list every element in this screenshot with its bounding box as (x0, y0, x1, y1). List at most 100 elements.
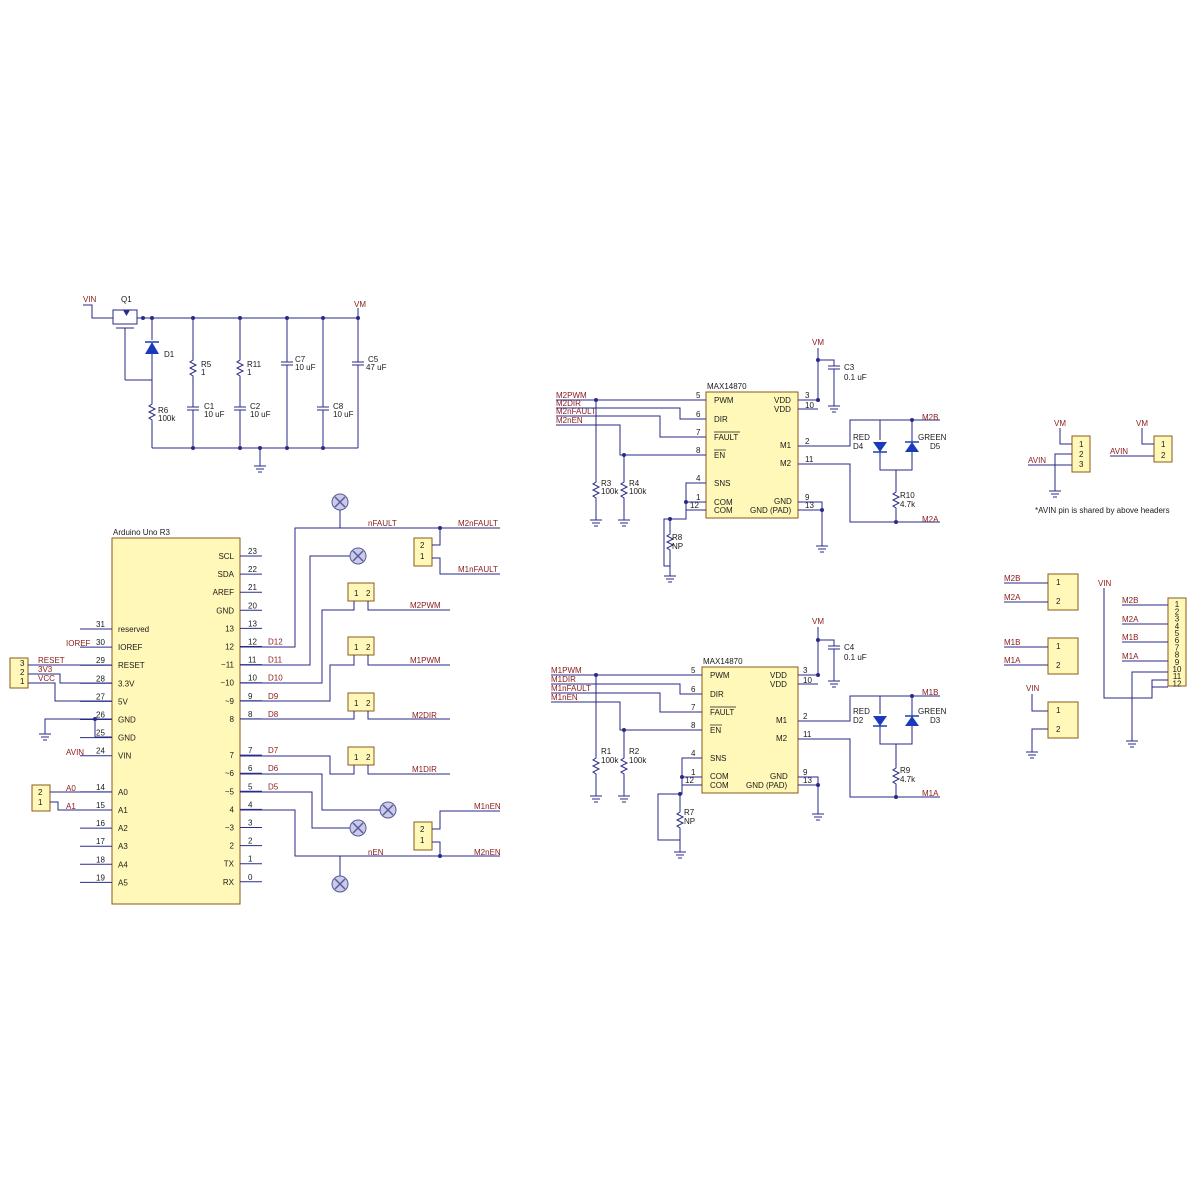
header-pin-number: 9 (1175, 658, 1180, 667)
c7-value: 10 uF (295, 363, 316, 372)
svg-text:5: 5 (691, 666, 696, 675)
pin-net: D8 (268, 710, 279, 719)
svg-text:M1A: M1A (922, 789, 939, 798)
svg-text:M2nFAULT: M2nFAULT (556, 407, 596, 416)
c2-label: C2 (250, 402, 261, 411)
svg-text:M1A: M1A (1004, 656, 1021, 665)
svg-text:RED: RED (853, 433, 870, 442)
arduino-right-pin: 44 (230, 800, 262, 814)
svg-text:11: 11 (805, 455, 814, 464)
svg-text:13: 13 (805, 501, 814, 510)
net-m2dir-ard: M2DIR (412, 711, 437, 720)
pin-label: A4 (118, 860, 128, 869)
svg-text:VDD: VDD (770, 671, 787, 680)
jumper-nen (413, 821, 433, 851)
svg-text:1: 1 (354, 753, 359, 762)
svg-text:NP: NP (672, 542, 683, 551)
svg-text:AVIN: AVIN (1110, 447, 1128, 456)
arduino-block (111, 537, 241, 905)
svg-text:2: 2 (1079, 450, 1084, 459)
svg-text:0.1 uF: 0.1 uF (844, 653, 867, 662)
pin-label: 12 (225, 643, 234, 652)
svg-text:COM: COM (710, 772, 729, 781)
svg-text:D4: D4 (853, 442, 864, 451)
svg-text:COM: COM (710, 781, 729, 790)
svg-text:M2PWM: M2PWM (556, 391, 587, 400)
svg-text:12: 12 (690, 501, 699, 510)
pin-label: ~3 (225, 824, 235, 833)
svg-text:M2A: M2A (922, 515, 939, 524)
svg-text:M1B: M1B (1122, 633, 1138, 642)
header-reset-block (9, 657, 29, 689)
svg-text:1: 1 (1079, 440, 1084, 449)
svg-text:C4: C4 (844, 643, 855, 652)
svg-text:3: 3 (20, 659, 25, 668)
avin-note: *AVIN pin is shared by above headers (1035, 506, 1170, 515)
svg-text:4.7k: 4.7k (900, 775, 916, 784)
net-a1: A1 (66, 802, 76, 811)
net-ioref: IOREF (66, 639, 91, 648)
svg-text:M2A: M2A (1122, 615, 1139, 624)
svg-text:VM: VM (812, 338, 824, 347)
svg-text:2: 2 (366, 699, 371, 708)
svg-text:7: 7 (696, 428, 701, 437)
svg-text:100k: 100k (601, 487, 619, 496)
svg-text:DIR: DIR (714, 415, 728, 424)
net-vcc: VCC (38, 674, 55, 683)
c1-label: C1 (204, 402, 215, 411)
pin-number: 24 (96, 747, 105, 756)
pin-label: TX (224, 860, 235, 869)
svg-text:2: 2 (38, 788, 43, 797)
svg-text:D2: D2 (853, 716, 864, 725)
svg-text:R9: R9 (900, 766, 911, 775)
svg-text:M2B: M2B (1004, 574, 1020, 583)
pin-label: A5 (118, 878, 128, 887)
svg-text:1: 1 (420, 552, 425, 561)
svg-text:2: 2 (366, 753, 371, 762)
svg-text:GND (PAD): GND (PAD) (746, 781, 788, 790)
header-analog-block (31, 784, 51, 812)
net-avin-ard: AVIN (66, 748, 84, 757)
svg-text:R3: R3 (601, 479, 612, 488)
svg-text:NP: NP (684, 817, 695, 826)
svg-text:6: 6 (691, 685, 696, 694)
pin-net: D11 (268, 656, 283, 665)
arduino-title: Arduino Uno R3 (113, 528, 170, 537)
arduino-right-pin: 6~6D6 (225, 764, 279, 778)
pin-label: ~10 (220, 679, 234, 688)
svg-text:11: 11 (803, 730, 812, 739)
drv2-part: MAX14870 (707, 382, 747, 391)
pin-label: A3 (118, 842, 128, 851)
pin-number: 21 (248, 583, 257, 592)
arduino-right-pin: 5~5D5 (225, 782, 279, 796)
pin-label: SCL (218, 552, 234, 561)
pin-label: ~9 (225, 697, 235, 706)
svg-text:2: 2 (420, 825, 425, 834)
header-pin-number: 12 (1173, 679, 1182, 688)
r5-value: 1 (201, 368, 206, 377)
pin-number: 23 (248, 547, 257, 556)
svg-text:EN: EN (714, 451, 725, 460)
pin-label: ~6 (225, 769, 235, 778)
pin-number: 19 (96, 873, 105, 882)
power-section: VIN VM Q1 D1 R5 1 R11 1 R6 100k C1 10 uF… (83, 295, 387, 473)
svg-text:M1B: M1B (922, 688, 938, 697)
pin-number: 8 (248, 710, 253, 719)
pin-label: ~5 (225, 787, 235, 796)
c2-value: 10 uF (250, 410, 271, 419)
pin-number: 3 (248, 819, 253, 828)
arduino-right-pin: 0RX (223, 873, 262, 887)
svg-text:VIN: VIN (1098, 579, 1112, 588)
svg-text:100k: 100k (629, 487, 647, 496)
pin-number: 10 (248, 674, 257, 683)
svg-text:4.7k: 4.7k (900, 500, 916, 509)
pin-number: 9 (248, 692, 253, 701)
pin-net: D12 (268, 638, 283, 647)
pin-number: 4 (248, 800, 253, 809)
